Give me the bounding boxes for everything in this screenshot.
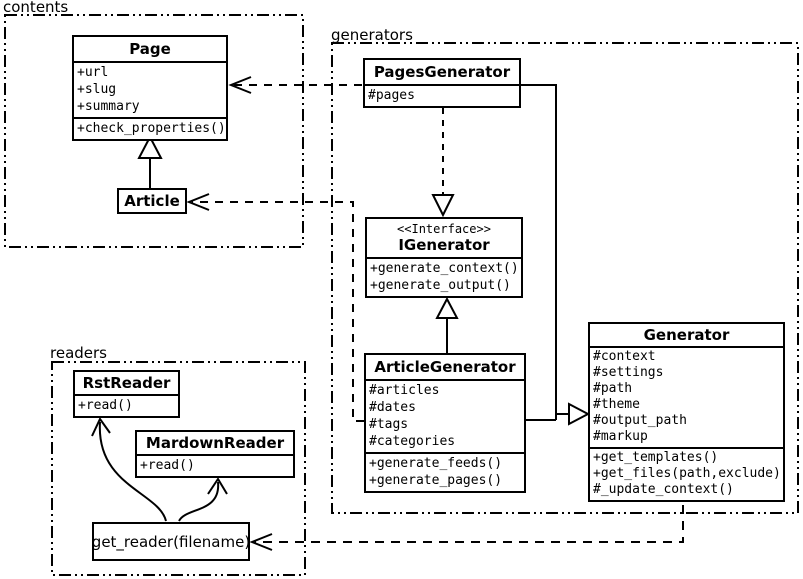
get-reader-label: get_reader(filename) (91, 532, 251, 551)
package-label-readers: readers (50, 344, 107, 362)
package-readers-frame (51, 361, 306, 576)
get-reader-box: get_reader(filename) (92, 522, 250, 561)
inheritance-arrow-articlegenerator-to-igenerator (435, 296, 459, 353)
class-page-attributes: +url +slug +summary (74, 61, 226, 117)
attribute: #articles (369, 383, 440, 398)
attribute: #settings (593, 365, 664, 380)
class-igenerator-stereotype: <<Interface>> (397, 222, 491, 236)
attribute: +slug (77, 82, 117, 97)
package-contents-frame (4, 14, 304, 248)
class-article-name: Article (124, 192, 180, 210)
class-rstreader-name: RstReader (82, 374, 171, 392)
package-label-generators: generators (331, 26, 413, 44)
class-igenerator: <<Interface>> IGenerator +generate_conte… (365, 217, 523, 298)
class-page: Page +url +slug +summary +check_properti… (72, 35, 228, 141)
attribute: #categories (369, 434, 456, 449)
attribute: +summary (77, 99, 140, 114)
attribute: #context (593, 349, 656, 364)
class-generator: Generator #context #settings #path #them… (588, 322, 785, 502)
attribute: #dates (369, 400, 416, 415)
attribute: +url (77, 65, 109, 80)
method: +read() (140, 458, 195, 473)
realization-arrow-pagesgenerator-to-igenerator (431, 108, 455, 218)
class-igenerator-header: <<Interface>> IGenerator (367, 219, 521, 257)
class-articlegenerator-attributes: #articles #dates #tags #categories (366, 379, 524, 452)
class-page-name: Page (129, 40, 171, 58)
class-rstreader-methods: +read() (75, 394, 178, 416)
attribute: #markup (593, 429, 648, 444)
attribute: #path (593, 381, 633, 396)
class-generator-attributes: #context #settings #path #theme #output_… (590, 346, 783, 447)
class-articlegenerator-methods: +generate_feeds() +generate_pages() (366, 452, 524, 491)
method: +generate_output() (370, 278, 511, 293)
method: +read() (78, 398, 133, 413)
method: +generate_context() (370, 261, 519, 276)
class-page-methods: +check_properties() (74, 117, 226, 139)
class-rstreader: RstReader +read() (73, 370, 180, 418)
attribute: #tags (369, 417, 409, 432)
class-pagesgenerator-name: PagesGenerator (373, 63, 511, 81)
method: #_update_context() (593, 482, 734, 497)
class-pagesgenerator-attributes: #pages (365, 84, 519, 106)
class-mardownreader-name: MardownReader (145, 434, 285, 452)
class-mardownreader-methods: +read() (137, 454, 293, 476)
class-generator-name: Generator (643, 326, 730, 344)
package-generators-frame (331, 42, 799, 514)
inheritance-arrow-article-to-page (137, 134, 163, 188)
attribute: #theme (593, 397, 640, 412)
class-pagesgenerator: PagesGenerator #pages (363, 58, 521, 108)
curved-arrow-getreader-to-rstreader (91, 417, 167, 522)
method: +generate_pages() (369, 473, 503, 488)
dependency-arrow-articlegenerator-to-article (186, 193, 364, 422)
method: +get_templates() (593, 450, 719, 465)
inheritance-arrow-generators-to-generator (521, 84, 591, 426)
curved-arrow-getreader-to-mardownreader (178, 477, 228, 522)
class-article: Article (117, 188, 187, 214)
method: +get_files(path,exclude) (593, 466, 781, 481)
class-mardownreader: MardownReader +read() (135, 430, 295, 478)
attribute: #pages (368, 88, 415, 103)
package-label-contents: contents (3, 0, 69, 16)
class-articlegenerator-name: ArticleGenerator (374, 358, 516, 376)
dependency-arrow-pagesgenerator-to-page (228, 76, 363, 94)
attribute: #output_path (593, 413, 687, 428)
method: +generate_feeds() (369, 456, 503, 471)
class-generator-methods: +get_templates() +get_files(path,exclude… (590, 447, 783, 500)
class-igenerator-methods: +generate_context() +generate_output() (367, 257, 521, 296)
method: +check_properties() (77, 121, 226, 136)
class-igenerator-name: IGenerator (398, 236, 490, 254)
class-articlegenerator: ArticleGenerator #articles #dates #tags … (364, 353, 526, 493)
dependency-arrow-generator-to-getreader (249, 505, 684, 551)
